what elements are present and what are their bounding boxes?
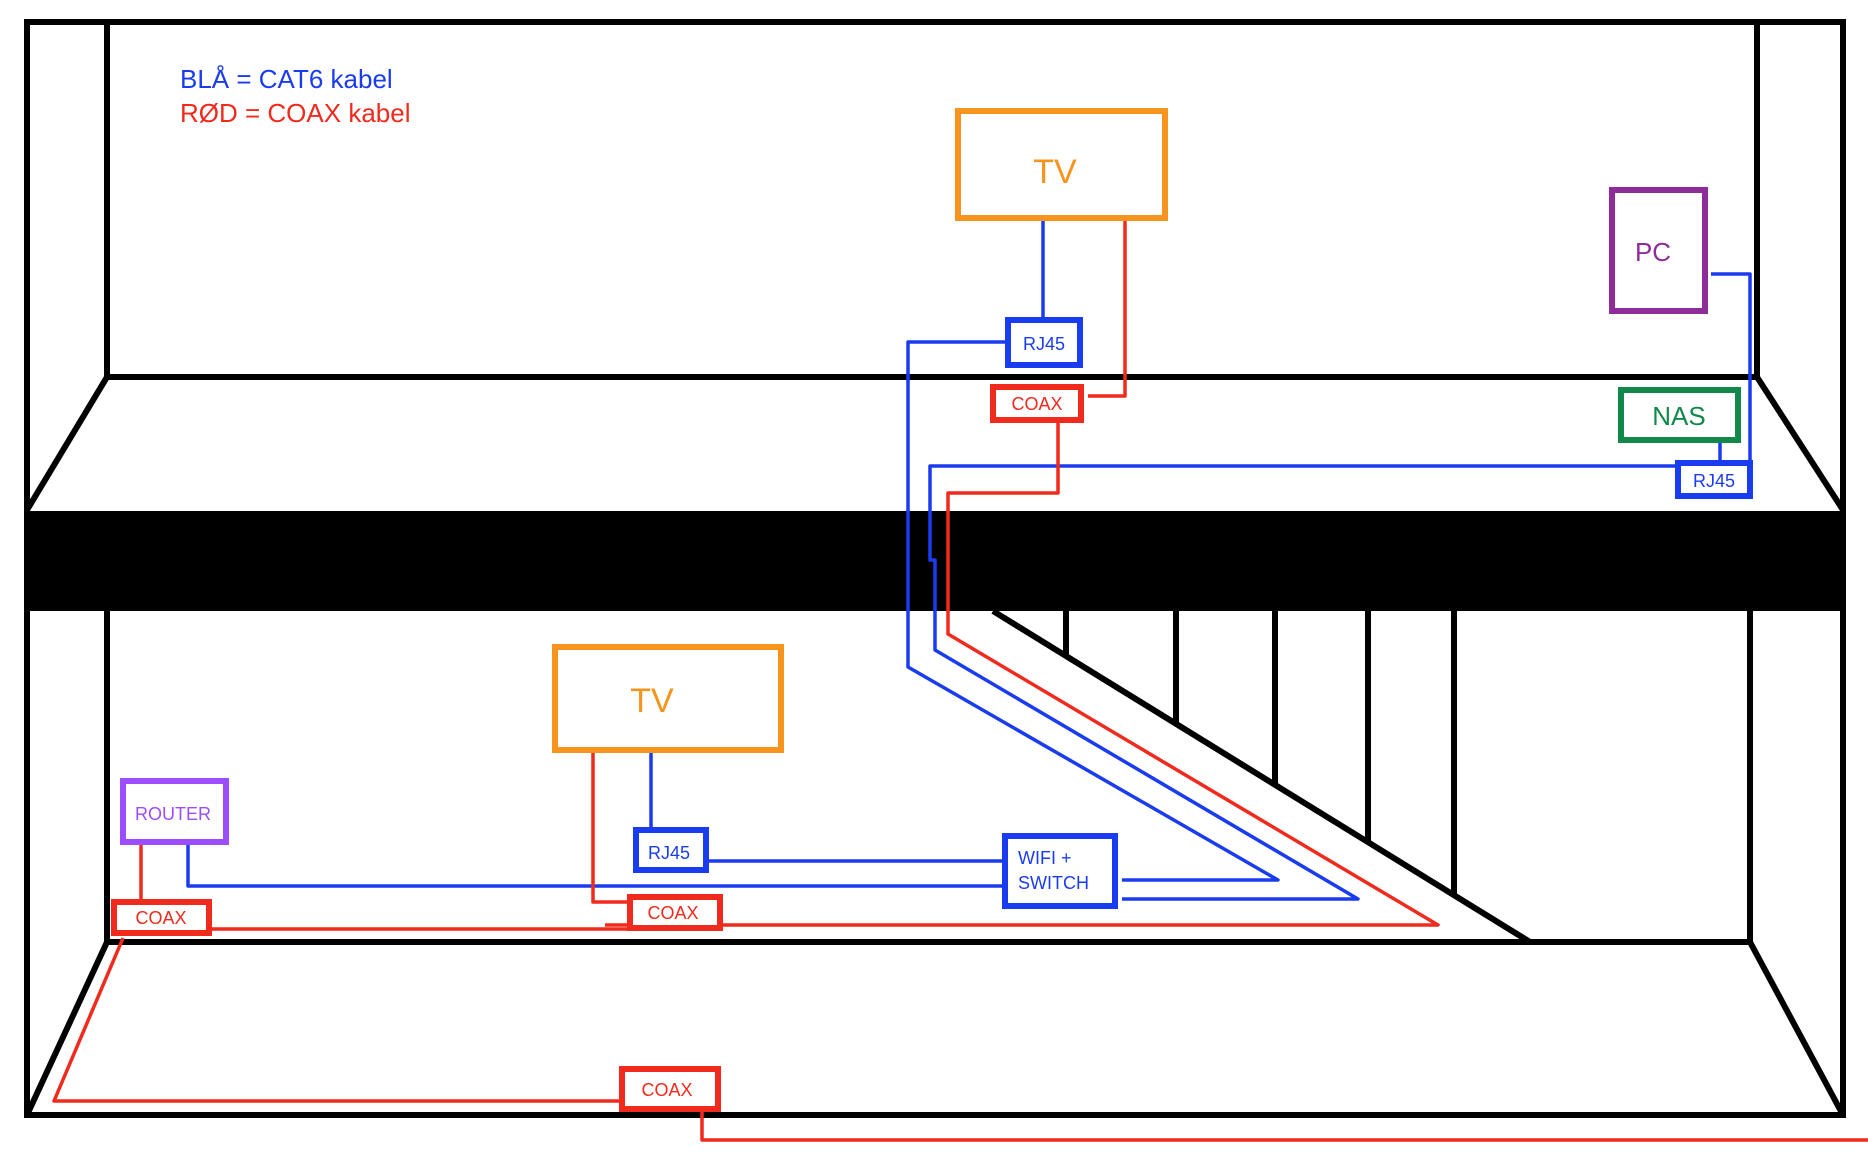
tv-upper-label: TV (1033, 153, 1077, 191)
legend: BLÅ = CAT6 kabel RØD = COAX kabel (180, 64, 410, 128)
staircase (991, 608, 1532, 945)
coax-cable-upper-down (605, 421, 1440, 927)
nas-label: NAS (1652, 401, 1705, 431)
coax-outlet-upper: COAX (990, 384, 1084, 423)
nas: NAS (1618, 387, 1741, 443)
upper-left-floor-edge (24, 375, 110, 512)
tv-lower-label: TV (630, 682, 674, 720)
pc-box (1609, 187, 1708, 314)
rj45-upper-tv-label: RJ45 (1023, 334, 1065, 354)
coax-cable-incoming (700, 1110, 1868, 1142)
cat6-cables (186, 218, 1752, 901)
coax-cable-router-to-basement (52, 937, 621, 1103)
coax-outlet-upper-label: COAX (1011, 394, 1062, 414)
cat6-cable-upper-tv-to-switch (906, 340, 1280, 882)
tv-upper: TV (955, 108, 1168, 221)
router-box (120, 778, 229, 845)
nas-box (1618, 387, 1741, 443)
coax-outlet-basement-box (619, 1066, 721, 1112)
upper-right-floor-edge (1754, 375, 1846, 512)
pc: PC (1609, 187, 1708, 314)
lower-left-floor-edge (24, 940, 110, 1117)
coax-outlet-router-box (111, 899, 212, 936)
legend-cat6: BLÅ = CAT6 kabel (180, 64, 393, 94)
rj45-nas-box (1675, 460, 1753, 499)
upper-floor-devices: TV RJ45 COAX PC NAS RJ45 (955, 108, 1753, 499)
rj45-lower-tv-box (633, 827, 709, 873)
coax-cable-lower-tv (591, 747, 629, 904)
tv-lower-box (552, 644, 784, 753)
coax-outlet-lower-tv: COAX (627, 894, 723, 931)
wifi-switch-box (1002, 833, 1118, 909)
router: ROUTER (120, 778, 229, 845)
rj45-lower-tv-label: RJ45 (648, 843, 690, 863)
lower-right-floor-edge (1747, 940, 1846, 1117)
rj45-lower-tv: RJ45 (633, 827, 709, 873)
tv-upper-box (955, 108, 1168, 221)
cat6-cable-router-to-switch (186, 841, 1004, 888)
coax-cables (52, 218, 1868, 1142)
wifi-switch-label-line1: WIFI + (1018, 848, 1072, 868)
cat6-cable-nas-to-switch (928, 464, 1677, 901)
basement-devices: COAX (619, 1066, 721, 1112)
rj45-nas-label: RJ45 (1693, 471, 1735, 491)
stair-stringer (991, 608, 1532, 945)
coax-outlet-lower-tv-box (627, 894, 723, 931)
coax-outlet-router: COAX (111, 899, 212, 936)
rj45-upper-tv: RJ45 (1005, 317, 1083, 368)
coax-outlet-basement: COAX (619, 1066, 721, 1112)
legend-coax: RØD = COAX kabel (180, 98, 410, 128)
wifi-switch: WIFI + SWITCH (1002, 833, 1118, 909)
lower-floor-devices: TV RJ45 ROUTER WIFI + SWITCH COAX COAX (111, 644, 1118, 936)
coax-outlet-router-label: COAX (135, 908, 186, 928)
coax-outlet-basement-label: COAX (641, 1080, 692, 1100)
coax-outlet-upper-box (990, 384, 1084, 423)
rj45-nas: RJ45 (1675, 460, 1753, 499)
coax-cable-upper-tv (1088, 218, 1127, 398)
rj45-upper-tv-box (1005, 317, 1083, 368)
router-label: ROUTER (135, 804, 211, 824)
wifi-switch-label-line2: SWITCH (1018, 873, 1089, 893)
coax-outlet-lower-tv-label: COAX (647, 903, 698, 923)
pc-label: PC (1635, 237, 1671, 267)
tv-lower: TV (552, 644, 784, 753)
